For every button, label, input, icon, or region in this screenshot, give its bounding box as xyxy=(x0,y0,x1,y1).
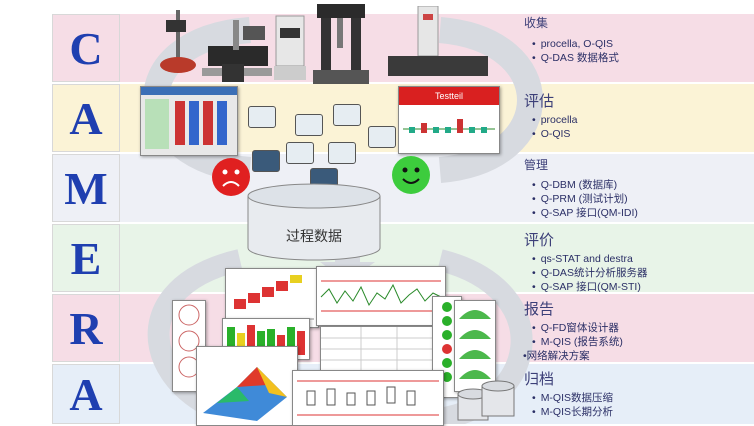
data-cube xyxy=(252,150,280,172)
data-cube xyxy=(328,142,356,164)
section-item: O-QIS xyxy=(532,127,754,141)
boxplot-screen xyxy=(292,370,444,426)
happy-face-icon xyxy=(392,156,430,194)
letter-r: R xyxy=(52,294,120,362)
letter-c: C xyxy=(52,14,120,82)
data-cube xyxy=(295,114,323,136)
section-manage: 管理 Q-DBM (数据库) Q-PRM (测试计划) Q-SAP 接口(QM-… xyxy=(524,156,754,220)
section-title: 收集 xyxy=(524,16,549,30)
sad-face-icon xyxy=(212,158,250,196)
section-item: Q-DBM (数据库) xyxy=(532,178,754,192)
section-title: 评估 xyxy=(524,93,555,110)
section-item: Q-DAS统计分析服务器 xyxy=(532,266,754,280)
caliper-device xyxy=(202,60,272,86)
section-item: Q-SAP 接口(QM-IDI) xyxy=(532,206,754,220)
section-item: •网络解决方案 xyxy=(523,350,590,362)
section-item: procella xyxy=(532,113,754,127)
section-title: 归档 xyxy=(524,371,555,388)
surface-plot-screen xyxy=(196,346,298,426)
cmm-device xyxy=(313,4,369,84)
run-chart-screen xyxy=(316,266,446,326)
height-gauge-device xyxy=(158,10,198,76)
section-archive: 归档 M-QIS数据压缩 M-QIS长期分析 xyxy=(524,368,754,419)
process-database-icon xyxy=(247,183,381,261)
data-cube xyxy=(248,106,276,128)
section-item: qs-STAT and destra xyxy=(532,252,754,266)
data-cube xyxy=(333,104,361,126)
section-evaluate: 评价 qs-STAT and destra Q-DAS统计分析服务器 Q-SAP… xyxy=(524,229,754,294)
testteil-screen: Testteil xyxy=(398,86,500,154)
section-title: 评价 xyxy=(524,232,555,249)
capability-table-screen xyxy=(320,326,434,372)
letter-a: A xyxy=(52,84,120,152)
section-item: Q-FD窗体设计器 xyxy=(532,321,754,335)
section-analyze: 评估 procella O-QIS xyxy=(524,90,754,141)
section-collect: 收集 procella, O-QIS Q-DAS 数据格式 xyxy=(524,14,754,65)
section-item: Q-SAP 接口(QM-STI) xyxy=(532,280,754,294)
archive-disks-icon xyxy=(457,380,515,421)
distribution-screen xyxy=(454,300,496,392)
database-label: 过程数据 xyxy=(286,228,342,244)
section-title: 管理 xyxy=(524,158,549,172)
section-item: Q-DAS 数据格式 xyxy=(532,51,754,65)
section-report: 报告 Q-FD窗体设计器 M-QIS (报告系统) •网络解决方案 xyxy=(523,298,754,363)
shaft-measuring-device xyxy=(388,5,488,82)
letter-a2: A xyxy=(52,364,120,424)
section-item: M-QIS (报告系统) xyxy=(532,335,754,349)
roundness-tester-device xyxy=(203,18,273,78)
hardness-tester-device xyxy=(270,14,310,82)
testteil-title: Testteil xyxy=(399,87,499,105)
section-item: M-QIS数据压缩 xyxy=(532,391,754,405)
data-cube xyxy=(368,126,396,148)
data-cube xyxy=(286,142,314,164)
section-item: M-QIS长期分析 xyxy=(532,405,754,419)
section-title: 报告 xyxy=(524,301,555,318)
section-item: Q-PRM (测试计划) xyxy=(532,192,754,206)
letter-e: E xyxy=(52,224,120,292)
procella-screen xyxy=(140,86,238,156)
section-item: procella, O-QIS xyxy=(532,37,754,51)
letter-m: M xyxy=(52,154,120,222)
